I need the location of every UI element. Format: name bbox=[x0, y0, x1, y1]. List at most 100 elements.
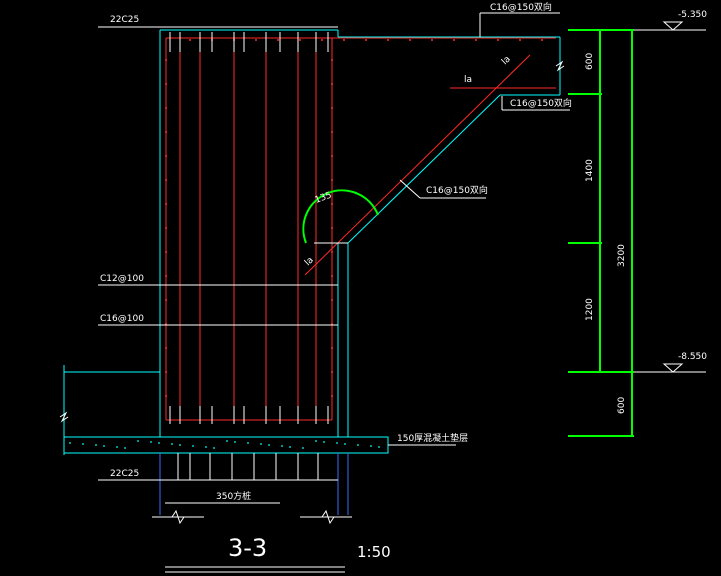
cushion-dot bbox=[357, 444, 359, 446]
rebar-dot bbox=[331, 131, 333, 133]
elevation-markers bbox=[634, 21, 706, 373]
top-bar-label: 22C25 bbox=[110, 15, 139, 25]
dimension-total: 3200 bbox=[617, 244, 627, 267]
rebar-dot bbox=[331, 179, 333, 181]
cushion-dot bbox=[281, 445, 283, 447]
la-label-2: la bbox=[500, 54, 513, 67]
rebar bbox=[165, 37, 556, 421]
cushion-dot bbox=[158, 442, 160, 444]
rebar-dot bbox=[331, 227, 333, 229]
rebar-dot bbox=[365, 39, 367, 41]
rebar-dot bbox=[165, 155, 167, 157]
rebar-dot bbox=[277, 39, 279, 41]
cushion-dot bbox=[302, 447, 304, 449]
rebar-dot bbox=[453, 39, 455, 41]
cushion-dot bbox=[179, 444, 181, 446]
elevation-bottom: -8.550 bbox=[678, 352, 707, 362]
pile-lines bbox=[159, 453, 349, 515]
rebar-dot bbox=[165, 371, 167, 373]
cushion-dot bbox=[82, 443, 84, 445]
cushion-dot bbox=[95, 444, 97, 446]
rebar-dot bbox=[165, 251, 167, 253]
rebar-dot bbox=[331, 299, 333, 301]
rebar-dot bbox=[165, 299, 167, 301]
dimension-d3: 1200 bbox=[585, 298, 595, 321]
rebar-dot bbox=[497, 39, 499, 41]
cushion-dot bbox=[370, 445, 372, 447]
cushion-label: 150厚混凝土垫层 bbox=[397, 432, 468, 444]
rebar-dot bbox=[165, 83, 167, 85]
dimension-d1: 600 bbox=[585, 53, 595, 70]
rebar-dot bbox=[519, 39, 521, 41]
angle-label: 135 bbox=[314, 191, 334, 206]
rebar-dot bbox=[331, 275, 333, 277]
dimension-d2: 1400 bbox=[585, 159, 595, 182]
rebar-dot bbox=[165, 179, 167, 181]
cushion-dot bbox=[213, 447, 215, 449]
cushion-layer bbox=[63, 436, 389, 454]
rebar-dot bbox=[165, 347, 167, 349]
cushion-dot bbox=[268, 444, 270, 446]
angle-arc bbox=[302, 189, 379, 244]
rebar-dot bbox=[475, 39, 477, 41]
rebar-dot bbox=[165, 203, 167, 205]
rebar-dot bbox=[331, 371, 333, 373]
rebar-dot bbox=[165, 275, 167, 277]
rebar-dot bbox=[409, 39, 411, 41]
dimension-d4: 600 bbox=[617, 397, 627, 414]
slab-top-label: C16@150双向 bbox=[490, 1, 552, 13]
elevation-top: -5.350 bbox=[678, 10, 707, 20]
bar-end-ticks bbox=[169, 32, 329, 424]
cushion-dot bbox=[336, 442, 338, 444]
slab-mid-label: C16@150双向 bbox=[510, 97, 572, 109]
section-title: 3-3 bbox=[228, 534, 267, 562]
haunch-label: C16@150双向 bbox=[426, 184, 488, 196]
rebar-dot bbox=[431, 39, 433, 41]
rebar-dot bbox=[331, 59, 333, 61]
rebar-dot bbox=[165, 131, 167, 133]
rebar-dot bbox=[541, 39, 543, 41]
scale-label: 1:50 bbox=[357, 543, 391, 561]
rebar-dot bbox=[331, 83, 333, 85]
cushion-dot bbox=[234, 441, 236, 443]
bottom-bar-label: 22C25 bbox=[110, 469, 139, 479]
cushion-dot bbox=[323, 441, 325, 443]
rebar-dot bbox=[331, 107, 333, 109]
cushion-dot bbox=[150, 441, 152, 443]
rebar-dot bbox=[331, 155, 333, 157]
dimension-chain bbox=[568, 29, 634, 437]
stirrup-label-1: C12@100 bbox=[100, 274, 144, 284]
cushion-dot bbox=[260, 443, 262, 445]
cushion-dot bbox=[378, 446, 380, 448]
cushion-dot bbox=[103, 445, 105, 447]
rebar-dot bbox=[331, 251, 333, 253]
concrete-outline bbox=[63, 29, 561, 455]
rebar-dot bbox=[165, 107, 167, 109]
stirrup-label-2: C16@100 bbox=[100, 314, 144, 324]
pile-label: 350方桩 bbox=[216, 490, 251, 502]
rebar-dot bbox=[331, 203, 333, 205]
cushion-dot bbox=[171, 443, 173, 445]
cushion-dot bbox=[247, 442, 249, 444]
cushion-dot bbox=[124, 447, 126, 449]
rebar-dot bbox=[331, 395, 333, 397]
cushion-dot bbox=[315, 440, 317, 442]
rebar-dot bbox=[343, 39, 345, 41]
la-label-1: la bbox=[464, 75, 472, 85]
rebar-dot bbox=[331, 347, 333, 349]
cushion-dot bbox=[344, 443, 346, 445]
rebar-dots bbox=[165, 39, 543, 397]
cushion-dot bbox=[69, 442, 71, 444]
rebar-dot bbox=[255, 39, 257, 41]
cushion-dot bbox=[289, 446, 291, 448]
cushion-dot bbox=[226, 440, 228, 442]
rebar-dot bbox=[189, 39, 191, 41]
cushion-dot bbox=[116, 446, 118, 448]
rebar-dot bbox=[165, 395, 167, 397]
rebar-dot bbox=[387, 39, 389, 41]
rebar-dot bbox=[165, 227, 167, 229]
cushion-dot bbox=[192, 445, 194, 447]
leader-lines bbox=[59, 12, 570, 573]
rebar-dot bbox=[165, 59, 167, 61]
